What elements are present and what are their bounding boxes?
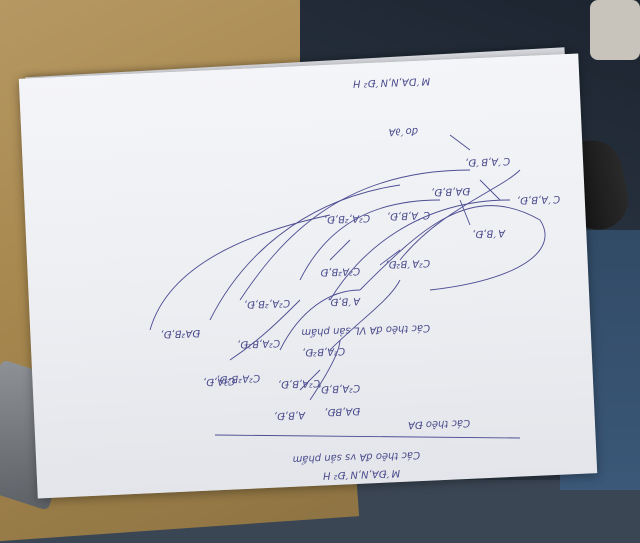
footer-line-2: M´ĐA,N,N´Đ² H [322,467,400,480]
chair-top [590,0,640,60]
node-7: C²A´B²Đ, [385,257,430,271]
node-15: C²A,B,Đ, [278,377,321,389]
node-4: A´B,Đ, [472,227,506,240]
handwriting: M´DA,N,N´Đ² H đo´∂A C´A,B´Đ, C´A,B,Đ, ĐA… [149,75,560,480]
node-5: C´A,B,Đ, [387,209,431,222]
node-16: C²A,Đ, [203,375,235,387]
node-2: C´A,B,Đ, [517,193,561,206]
node-18: A,B,Đ, [274,409,307,421]
heading-low: Các thêo ĐA [408,417,471,431]
footer-line: Các thêo đA vs sản phẩm [292,449,420,466]
node-9: A´B,Đ, [327,295,361,308]
node-14: C²A²B²Đ, [216,372,260,385]
heading-mid: Các thêo đA VL sản phẩm [301,322,430,339]
node-6: C²A,²B,Đ, [324,212,371,225]
note-top-label: M´DA,N,N´Đ² H [352,75,430,90]
node-19: ĐA,BĐ, [324,405,360,417]
node-12: C²A,B²Đ, [237,337,280,349]
node-10: C²A,²B,Đ, [244,297,291,310]
node-13: C²A,B²Đ, [302,345,345,357]
diagram-lines [149,134,546,439]
node-3: ĐA,B,Đ, [431,185,470,197]
node-8: C²A²B,Đ [320,265,360,277]
handwritten-labels: M´DA,N,N´Đ² H đo´∂A C´A,B´Đ, C´A,B,Đ, ĐA… [160,75,560,480]
node-11: ĐA²B,Đ, [160,327,200,339]
node-1: C´A,B´Đ, [465,155,510,169]
note-top-sub: đo´∂A [388,125,418,138]
node-17: C²A,B,Đ, [318,382,361,394]
